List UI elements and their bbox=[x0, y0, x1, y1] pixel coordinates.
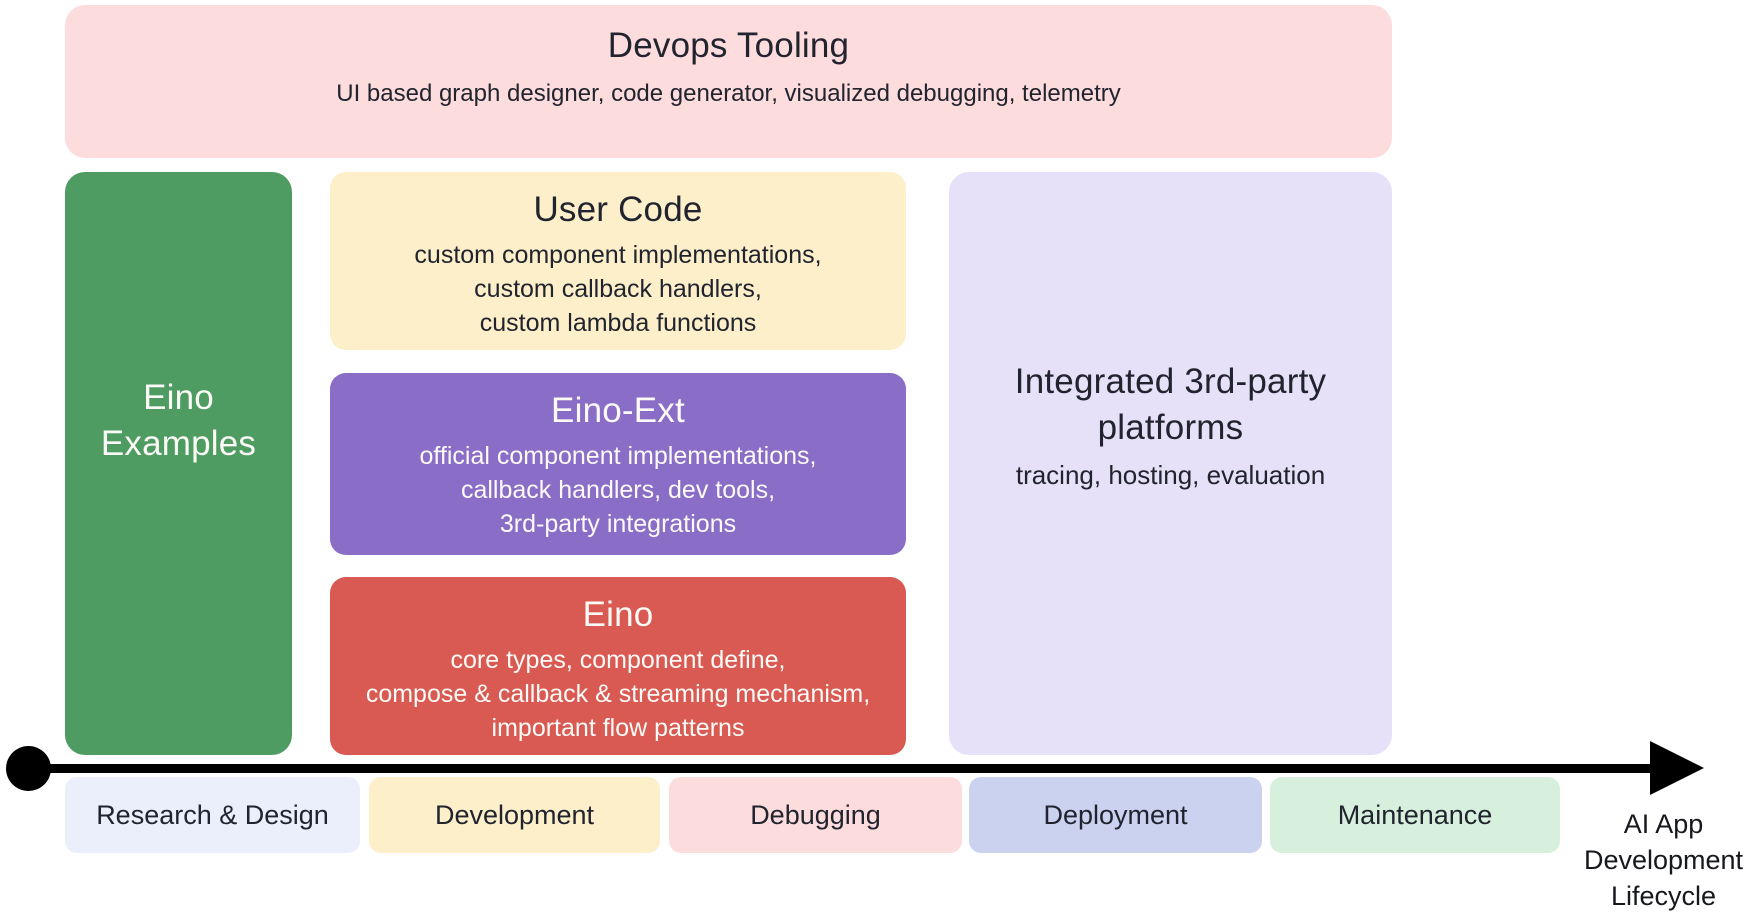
stage-label: Maintenance bbox=[1337, 799, 1493, 830]
stage-label: Development bbox=[434, 799, 595, 830]
integrated-platforms-title-line2: platforms bbox=[1097, 408, 1244, 447]
eino-ext-line: callback handlers, dev tools, bbox=[460, 476, 776, 504]
eino-core-line: important flow patterns bbox=[491, 714, 745, 742]
user-code-line: custom lambda functions bbox=[479, 309, 757, 337]
devops-tooling-subtitle: UI based graph designer, code generator,… bbox=[336, 80, 1121, 107]
timeline-arrowhead-icon bbox=[1650, 741, 1704, 795]
lifecycle-axis-label-line2: Development bbox=[1583, 845, 1744, 875]
stage-debugging: Debugging bbox=[669, 777, 962, 853]
eino-ext-line: 3rd-party integrations bbox=[499, 510, 737, 538]
stage-research-design: Research & Design bbox=[65, 777, 360, 853]
stage-development: Development bbox=[369, 777, 660, 853]
user-code-box: User Code custom component implementatio… bbox=[330, 172, 906, 350]
user-code-line: custom callback handlers, bbox=[474, 275, 762, 303]
eino-examples-box: Eino Examples bbox=[65, 172, 292, 755]
eino-core-line: compose & callback & streaming mechanism… bbox=[365, 680, 871, 708]
eino-examples-title-line1: Eino bbox=[143, 378, 214, 417]
user-code-line: custom component implementations, bbox=[414, 241, 822, 269]
lifecycle-axis-label-line1: AI App bbox=[1623, 809, 1704, 839]
user-code-title: User Code bbox=[533, 190, 703, 229]
stage-label: Research & Design bbox=[96, 799, 329, 830]
eino-core-line: core types, component define, bbox=[450, 646, 786, 674]
lifecycle-axis-label: AI App Development Lifecycle bbox=[1567, 806, 1760, 914]
integrated-platforms-box: Integrated 3rd-party platforms tracing, … bbox=[949, 172, 1392, 755]
integrated-platforms-title-line1: Integrated 3rd-party bbox=[1014, 362, 1327, 401]
stage-label: Deployment bbox=[1043, 799, 1188, 830]
eino-core-title: Eino bbox=[582, 595, 654, 634]
stage-deployment: Deployment bbox=[969, 777, 1262, 853]
stage-maintenance: Maintenance bbox=[1270, 777, 1560, 853]
eino-ext-line: official component implementations, bbox=[419, 442, 817, 470]
devops-tooling-title: Devops Tooling bbox=[607, 26, 850, 65]
devops-tooling-box: Devops Tooling UI based graph designer, … bbox=[65, 5, 1392, 158]
eino-examples-title-line2: Examples bbox=[100, 424, 257, 463]
lifecycle-axis-label-line3: Lifecycle bbox=[1610, 881, 1717, 911]
eino-ext-box: Eino-Ext official component implementati… bbox=[330, 373, 906, 555]
timeline-axis-line bbox=[28, 764, 1655, 773]
eino-ext-title: Eino-Ext bbox=[551, 391, 685, 430]
integrated-platforms-subtitle: tracing, hosting, evaluation bbox=[1015, 460, 1326, 490]
stage-label: Debugging bbox=[750, 799, 881, 830]
eino-core-box: Eino core types, component define, compo… bbox=[330, 577, 906, 755]
